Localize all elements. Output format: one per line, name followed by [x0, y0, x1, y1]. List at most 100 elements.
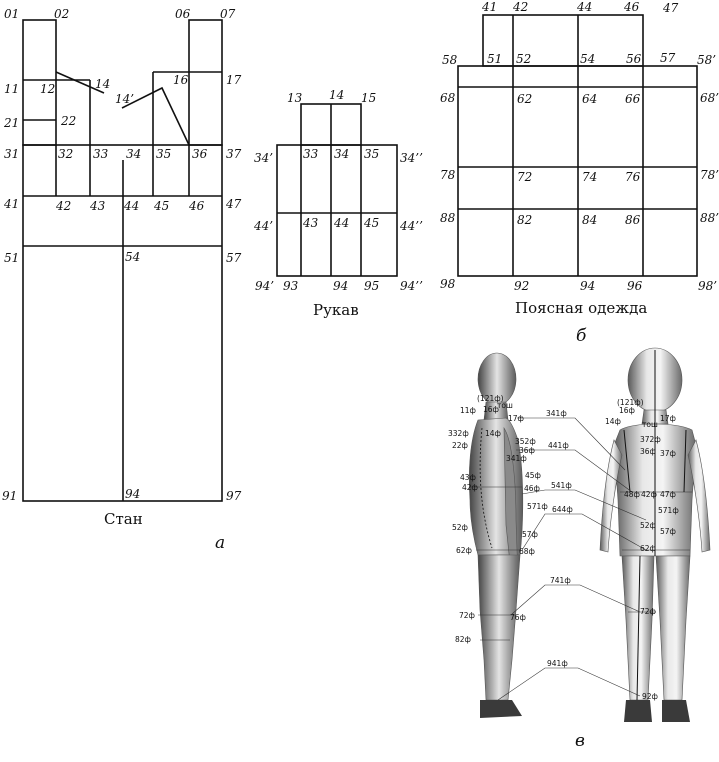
stan-label: 57	[226, 251, 242, 265]
panel-letter-a: а	[215, 533, 225, 553]
waist-label: 98’	[698, 279, 717, 293]
figure-label: 16ф	[619, 406, 635, 415]
waist-label: 84	[582, 213, 597, 227]
sleeve-pattern: 13 14 15 34’ 33 34 35 34’’ 44’ 43 44 45 …	[253, 88, 423, 319]
figure-label: 372ф	[640, 435, 661, 444]
sleeve-label: 44’	[253, 219, 273, 233]
sleeve-label: 14	[329, 88, 344, 102]
stan-label: 14’	[115, 92, 134, 106]
figure-label: 76ф	[510, 613, 526, 622]
figure-label: 62ф	[640, 544, 656, 553]
figure-label: 17ф	[660, 414, 676, 423]
figure-label: 82ф	[455, 635, 471, 644]
sleeve-label: 94	[333, 279, 348, 293]
figure-label: 16ф	[483, 405, 499, 414]
figure-label: 57ф	[522, 530, 538, 539]
figure-label: 52ф	[452, 523, 468, 532]
figure-label: 42ф	[641, 490, 657, 499]
sleeve-label: 34	[334, 147, 349, 161]
waist-label: 54	[580, 52, 595, 66]
sleeve-outline	[276, 144, 398, 277]
stan-shoulder-front	[121, 86, 190, 146]
stan-label: 21	[3, 116, 19, 130]
waist-label: 88	[440, 211, 456, 225]
figure-label: 14ф	[605, 417, 621, 426]
waist-label: 78	[440, 168, 456, 182]
stan-pattern: 01 02 06 07 11 12 14 14’ 16 17 21 22 31 …	[2, 7, 242, 553]
stan-shoulder-back	[55, 71, 105, 94]
sleeve-label: 34’	[254, 151, 273, 165]
figure-label: 36ф	[519, 446, 535, 455]
stan-label: 35	[156, 147, 171, 161]
waist-label: 74	[582, 170, 597, 184]
waist-label: 58’	[697, 53, 716, 67]
waist-caption: Поясная одежда	[515, 299, 647, 317]
waist-label: 72	[517, 170, 532, 184]
figure-label: 17ф	[508, 414, 524, 423]
stan-label: 91	[2, 489, 17, 503]
figure-label: 45ф	[525, 471, 541, 480]
sleeve-label: 35	[364, 147, 379, 161]
figure-label: 68ф	[519, 547, 535, 556]
figure-label: тош	[642, 420, 658, 429]
figure-label: 14ф	[485, 429, 501, 438]
figure-label: 36ф	[640, 447, 656, 456]
sleeve-label: 15	[361, 91, 376, 105]
waist-label: 47	[662, 1, 679, 15]
stan-label: 07	[220, 7, 236, 21]
sleeve-label: 45	[363, 216, 379, 230]
waist-label: 68	[440, 91, 456, 105]
waist-label: 57	[660, 51, 676, 65]
stan-label: 45	[153, 199, 169, 213]
stan-label: 06	[175, 7, 191, 21]
mannequin-figures: (121ф) 11ф 16ф тош 17ф 332ф 22ф 14ф 341ф…	[448, 347, 711, 751]
figure-label: 47ф	[660, 490, 676, 499]
stan-label: 47	[225, 197, 242, 211]
figure-label: 37ф	[660, 449, 676, 458]
sleeve-label: 44’’	[399, 219, 423, 233]
waist-label: 68’	[700, 91, 719, 105]
figure-label: 571ф	[658, 506, 679, 515]
waist-label: 64	[582, 92, 597, 106]
waist-label: 46	[623, 0, 640, 14]
sleeve-label: 95	[364, 279, 379, 293]
waist-label: 82	[517, 213, 532, 227]
stan-label: 54	[125, 250, 140, 264]
sleeve-label: 94’	[255, 279, 274, 293]
side-view-mannequin	[468, 352, 524, 718]
figure-label: 57ф	[660, 527, 676, 536]
sleeve-label: 33	[303, 147, 319, 161]
figure-label: 22ф	[452, 441, 468, 450]
waist-label: 44	[576, 0, 592, 14]
waist-label: 88’	[700, 211, 719, 225]
waist-garment-pattern: 41 42 44 46 47 58 51 52 54 56 57 58’ 68 …	[440, 0, 719, 346]
waist-label: 51	[487, 52, 502, 66]
callout-label: 941ф	[547, 659, 568, 668]
figure-label: 72ф	[640, 607, 656, 616]
stan-label: 36	[192, 147, 208, 161]
figure-label: 52ф	[640, 521, 656, 530]
figure-label: 341ф	[506, 454, 527, 463]
stan-label: 44	[123, 199, 139, 213]
figure-label: (121ф)	[477, 394, 504, 403]
stan-label: 31	[4, 147, 19, 161]
panel-letter-b: б	[576, 326, 587, 346]
figure-label: 352ф	[515, 437, 536, 446]
waist-label: 58	[442, 53, 458, 67]
stan-label: 37	[226, 147, 242, 161]
waist-label: 86	[625, 213, 641, 227]
figure-label: тош	[497, 401, 513, 410]
stan-label: 94	[125, 487, 140, 501]
callout-label: 541ф	[551, 481, 572, 490]
sleeve-label: 94’’	[400, 279, 423, 293]
sleeve-label: 43	[302, 216, 319, 230]
waist-label: 98	[440, 277, 456, 291]
figure-label: 42ф	[462, 483, 478, 492]
callout-label: 341ф	[546, 409, 567, 418]
stan-label: 17	[226, 73, 242, 87]
stan-label: 12	[40, 82, 55, 96]
waist-label: 94	[580, 279, 595, 293]
stan-label: 02	[54, 7, 69, 21]
front-view-mannequin	[599, 347, 711, 722]
